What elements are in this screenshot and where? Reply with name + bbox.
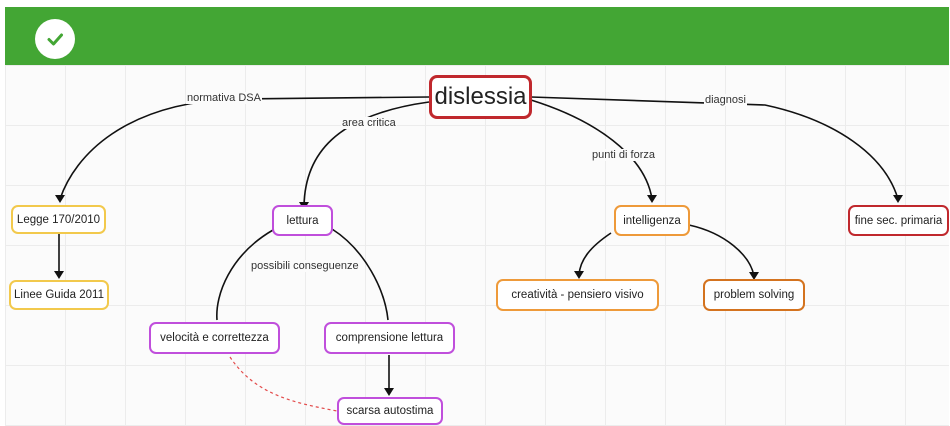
- node-legge[interactable]: Legge 170/2010: [11, 205, 106, 234]
- edge-label-punti-forza: punti di forza: [591, 149, 656, 161]
- edge-diagnosi: [530, 96, 899, 200]
- edge-velocita-autostima-dashed: [229, 356, 338, 412]
- edge-intelligenza-creativita: [578, 232, 612, 276]
- edge-normativa: [59, 96, 430, 200]
- node-fine-sec[interactable]: fine sec. primaria: [848, 205, 949, 236]
- node-dislessia[interactable]: dislessia: [429, 75, 532, 119]
- edge-area-critica: [303, 101, 430, 207]
- edge-punti-forza: [530, 99, 653, 200]
- node-linee-guida[interactable]: Linee Guida 2011: [9, 280, 109, 310]
- success-banner: [5, 7, 949, 65]
- mind-map-canvas[interactable]: normativa DSA area critica punti di forz…: [5, 65, 949, 426]
- edge-label-conseguenze: possibili conseguenze: [250, 260, 360, 272]
- node-intelligenza[interactable]: intelligenza: [614, 205, 690, 236]
- edge-lettura-velocita: [216, 229, 274, 321]
- node-problem-solving[interactable]: problem solving: [703, 279, 805, 311]
- mind-map-edges: [54, 96, 903, 412]
- node-creativita[interactable]: creatività - pensiero visivo: [496, 279, 659, 311]
- edge-lettura-comprensione: [331, 228, 389, 321]
- node-autostima[interactable]: scarsa autostima: [337, 397, 443, 425]
- node-velocita[interactable]: velocità e correttezza: [149, 322, 280, 354]
- checkmark-icon: [35, 19, 75, 59]
- edge-label-diagnosi: diagnosi: [704, 94, 747, 106]
- node-comprensione[interactable]: comprensione lettura: [324, 322, 455, 354]
- edge-intelligenza-problem: [688, 224, 755, 277]
- edge-label-normativa: normativa DSA: [186, 92, 262, 104]
- node-lettura[interactable]: lettura: [272, 205, 333, 236]
- edge-label-area-critica: area critica: [341, 117, 397, 129]
